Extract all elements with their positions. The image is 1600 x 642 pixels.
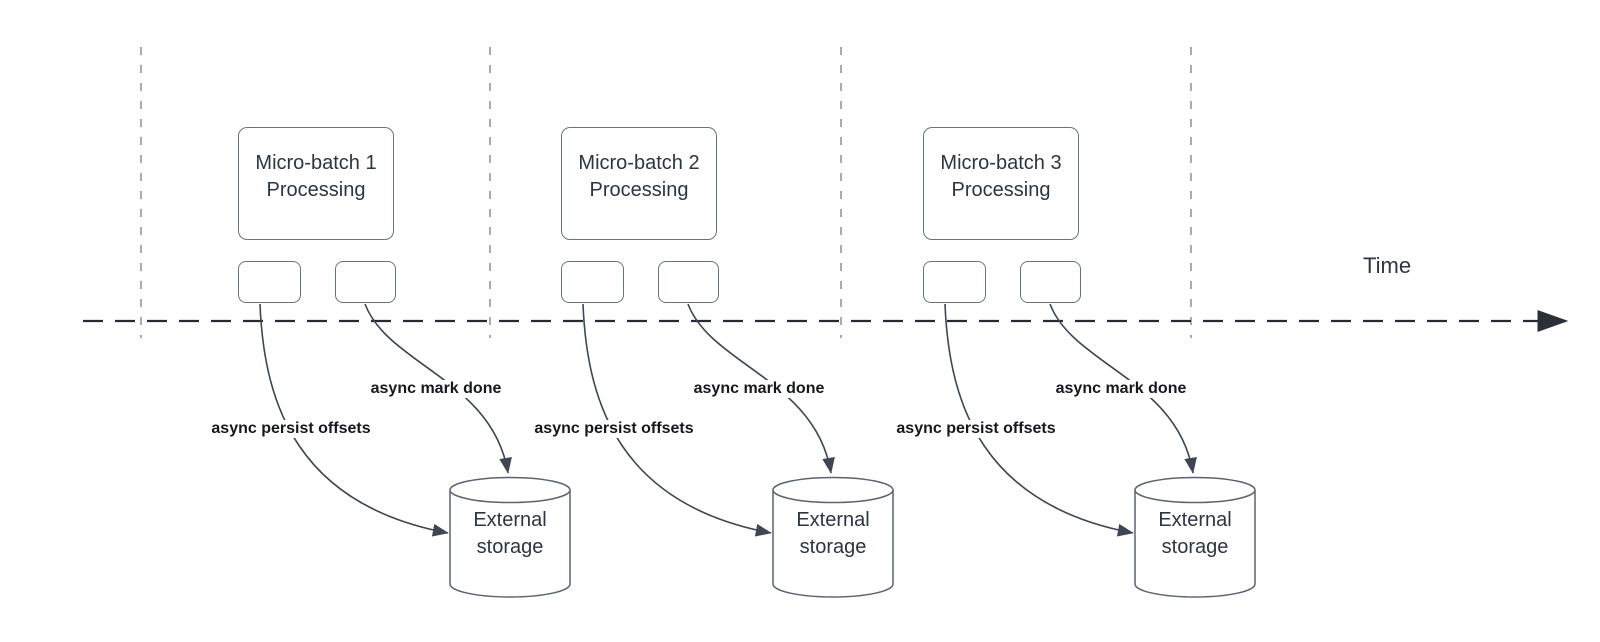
external-storage-label-2: External storage [773, 507, 893, 561]
storage-line2: storage [799, 536, 867, 558]
storage-line2: storage [1161, 536, 1229, 558]
storage-line1: External [796, 509, 870, 531]
persist-offsets-task-box-1 [238, 261, 301, 303]
microbatch-group-3: Micro-batch 3 Processing async persist o… [893, 0, 1323, 642]
persist-offsets-task-box-3 [923, 261, 986, 303]
microbatch-3-processing-box: Micro-batch 3 Processing [923, 127, 1079, 240]
external-storage-label-3: External storage [1135, 507, 1255, 561]
storage-line2: storage [476, 536, 544, 558]
persist-offsets-task-box-2 [561, 261, 624, 303]
mark-done-task-box-3 [1020, 261, 1081, 303]
storage-cylinder-top-2 [772, 476, 894, 504]
microbatch-1-processing-box: Micro-batch 1 Processing [238, 127, 394, 240]
mark-done-connector-2 [687, 303, 835, 474]
microbatch-2-processing-box: Micro-batch 2 Processing [561, 127, 717, 240]
persist-offsets-label: async persist offsets [893, 420, 1059, 438]
persist-offsets-connector-2 [582, 303, 772, 537]
storage-cylinder-body-3 [1134, 490, 1256, 598]
mark-done-label: async mark done [367, 380, 505, 398]
persist-offsets-connector-3 [944, 303, 1134, 537]
microbatch-group-2: Micro-batch 2 Processing async persist o… [531, 0, 961, 642]
batch-title-line2: Processing [266, 178, 366, 201]
batch-title-line1: Micro-batch 3 [940, 151, 1062, 174]
storage-line1: External [473, 509, 547, 531]
persist-offsets-label: async persist offsets [531, 420, 697, 438]
batch-title-line1: Micro-batch 1 [255, 151, 377, 174]
mark-done-connector-1 [364, 303, 512, 474]
mark-done-task-box-2 [658, 261, 719, 303]
persist-offsets-connector-1 [259, 303, 449, 537]
mark-done-task-box-1 [335, 261, 396, 303]
storage-line1: External [1158, 509, 1232, 531]
mark-done-label: async mark done [1052, 380, 1190, 398]
storage-cylinder-body-2 [772, 490, 894, 598]
storage-cylinder-top-1 [449, 476, 571, 504]
batch-title-line2: Processing [951, 178, 1051, 201]
batch-title-line1: Micro-batch 2 [578, 151, 700, 174]
mark-done-connector-3 [1049, 303, 1197, 474]
mark-done-label: async mark done [690, 380, 828, 398]
storage-cylinder-top-3 [1134, 476, 1256, 504]
storage-cylinder-body-1 [449, 490, 571, 598]
batch-title-line2: Processing [589, 178, 689, 201]
external-storage-label-1: External storage [450, 507, 570, 561]
microbatch-group-1: Micro-batch 1 Processing async persist o… [208, 0, 638, 642]
time-axis-label: Time [1363, 253, 1412, 278]
persist-offsets-label: async persist offsets [208, 420, 374, 438]
